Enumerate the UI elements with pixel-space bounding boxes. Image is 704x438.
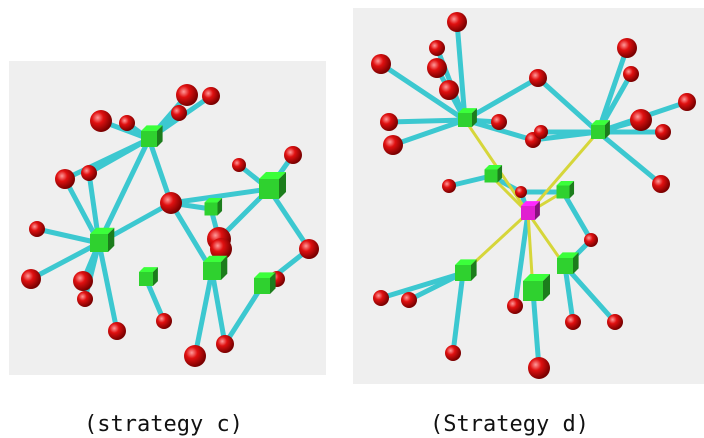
bond-line <box>222 283 265 347</box>
atom-node <box>210 238 232 260</box>
cube-node <box>458 108 477 127</box>
bond-line <box>562 263 618 325</box>
atom-node <box>617 38 637 58</box>
cube-node <box>591 120 610 139</box>
atom-node <box>401 292 417 308</box>
atom-node <box>383 135 403 155</box>
bond-line <box>96 136 152 246</box>
atom-node <box>160 192 182 214</box>
strategy-d-panel <box>353 8 704 384</box>
cube-node <box>204 197 223 216</box>
atom-node <box>655 124 671 140</box>
atom-node <box>528 357 550 379</box>
cube-node <box>455 259 477 281</box>
bond-line <box>450 270 466 356</box>
atom-node <box>371 54 391 74</box>
strategy-c-caption: (strategy c) <box>84 412 243 437</box>
atom-node <box>515 186 527 198</box>
atom-node <box>55 169 75 189</box>
bond-line <box>386 117 468 125</box>
link-line <box>526 130 600 215</box>
bond-line <box>168 200 215 274</box>
bond-line <box>34 226 102 246</box>
atom-node <box>623 66 639 82</box>
strategy-c-structure <box>21 84 319 367</box>
atom-node <box>299 239 319 259</box>
atom-node <box>565 314 581 330</box>
cube-node <box>484 164 503 183</box>
bond-line <box>462 75 541 123</box>
bond-line <box>390 117 468 148</box>
bond-line <box>28 240 102 282</box>
cube-node <box>523 274 550 301</box>
atom-node <box>630 109 652 131</box>
atom-node <box>171 105 187 121</box>
atom-node <box>445 345 461 361</box>
cube-node <box>141 125 163 147</box>
atom-node <box>429 40 445 56</box>
atom-node <box>73 271 93 291</box>
bond-line <box>454 19 468 123</box>
atom-node <box>90 110 112 132</box>
atom-node <box>119 115 135 131</box>
cube-node <box>521 201 540 220</box>
bond-line <box>446 173 494 189</box>
cube-node <box>139 267 158 286</box>
atom-node <box>427 58 447 78</box>
bond-line <box>562 263 576 325</box>
atom-node <box>507 298 523 314</box>
cube-node <box>254 272 276 294</box>
bond-line <box>192 268 215 359</box>
cube-node <box>556 180 575 199</box>
atom-node <box>77 291 93 307</box>
atom-node <box>202 87 220 105</box>
strategy-d-caption: (Strategy d) <box>430 412 589 437</box>
cube-node <box>259 172 286 199</box>
bond-line <box>168 186 272 206</box>
atom-node <box>584 233 598 247</box>
atom-node <box>529 69 547 87</box>
atom-node <box>184 345 206 367</box>
atom-node <box>442 179 456 193</box>
atom-node <box>284 146 302 164</box>
bond-line <box>530 288 542 371</box>
atom-node <box>380 113 398 131</box>
atom-node <box>373 290 389 306</box>
atom-node <box>176 84 198 106</box>
atom-node <box>216 335 234 353</box>
atom-node <box>439 80 459 100</box>
atom-node <box>607 314 623 330</box>
atom-node <box>534 125 548 139</box>
atom-node <box>447 12 467 32</box>
atom-node <box>156 313 172 329</box>
bond-line <box>86 136 152 176</box>
cube-node <box>90 227 115 252</box>
bond-line <box>406 270 466 303</box>
bond-line <box>560 189 594 243</box>
cube-node <box>557 252 579 274</box>
bond-line <box>378 61 468 123</box>
atom-node <box>491 114 507 130</box>
strategy-c-panel <box>9 61 326 375</box>
atom-node <box>652 175 670 193</box>
bond-line <box>535 75 601 135</box>
bond-line <box>512 210 531 309</box>
bond-line <box>595 45 630 135</box>
bond-line <box>595 129 664 187</box>
atom-node <box>232 158 246 172</box>
strategy-d-structure <box>371 12 696 379</box>
cube-node <box>203 255 228 280</box>
bond-line <box>146 136 174 206</box>
atom-node <box>81 165 97 181</box>
atom-node <box>21 269 41 289</box>
bond-line <box>530 129 601 143</box>
atom-node <box>108 322 126 340</box>
atom-node <box>29 221 45 237</box>
bond-line <box>209 268 228 347</box>
atom-node <box>678 93 696 111</box>
bond-line <box>96 240 120 334</box>
